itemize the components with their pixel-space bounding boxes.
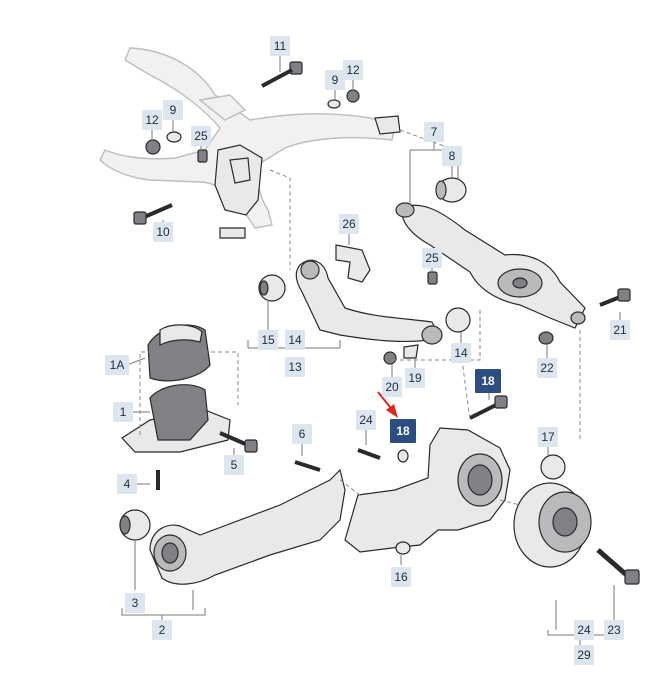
callout-5: 5 [224,455,244,475]
spring-pad-1 [121,384,231,453]
spring-pad-1A [147,324,211,382]
callout-23: 23 [604,620,624,640]
lower-link [295,259,443,345]
callout-9: 9 [163,100,183,120]
callout-7: 7 [424,122,444,142]
callout-2: 2 [152,620,172,640]
callout-16: 16 [391,567,411,587]
callout-29: 29 [574,645,594,665]
callout-18-highlight: 18 [475,369,501,393]
callout-1A: 1A [105,355,129,375]
callout-10: 10 [153,222,173,242]
callout-22: 22 [537,358,557,378]
callout-15: 15 [258,330,278,350]
bushing-3 [119,509,151,541]
bracket-26 [335,244,371,283]
upper-control-arm [395,202,586,329]
highlight-arrow [377,391,398,418]
bolts [133,61,640,585]
bushing-14 [445,307,471,333]
callout-9: 9 [325,70,345,90]
callout-1: 1 [113,402,133,422]
callout-24: 24 [356,410,376,430]
callout-8: 8 [442,146,462,166]
callout-18-highlight: 18 [390,419,416,443]
bushing-17 [540,454,566,480]
callout-12: 12 [343,60,363,80]
bushing-15 [258,274,286,302]
callout-14: 14 [285,330,305,350]
callout-3: 3 [125,593,145,613]
bushing-8 [435,177,467,203]
callout-14: 14 [451,343,471,363]
callout-13: 13 [285,357,305,377]
callout-4: 4 [117,474,137,494]
trailing-arm [149,468,346,585]
callout-11: 11 [270,36,290,56]
callout-25: 25 [422,248,442,268]
callout-26: 26 [339,214,359,234]
callout-6: 6 [292,424,312,444]
nuts-washers [145,89,419,463]
callout-20: 20 [382,377,402,397]
callout-19: 19 [405,368,425,388]
callout-25: 25 [191,126,211,146]
wheel-carrier [344,427,511,555]
subframe [99,47,401,239]
callout-17: 17 [538,427,558,447]
bushing-22 [538,331,554,345]
callout-12: 12 [142,110,162,130]
wheel-hub [513,482,592,568]
callout-24: 24 [574,620,594,640]
callout-21: 21 [610,320,630,340]
